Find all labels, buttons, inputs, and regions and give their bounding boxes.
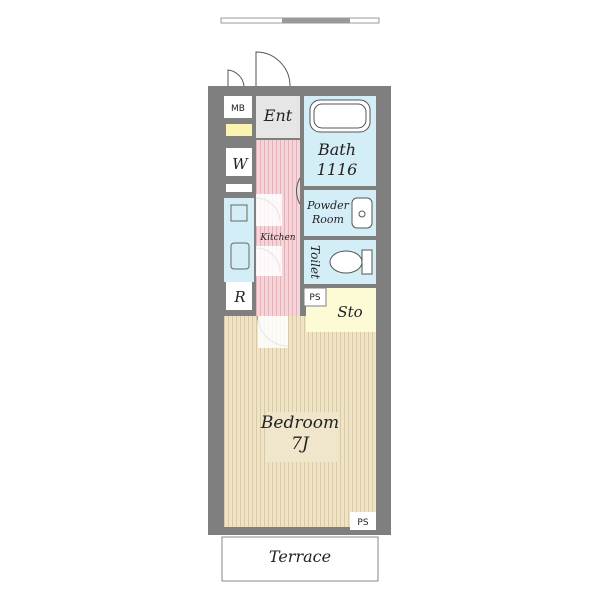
powder-label-line1: Powder: [306, 199, 350, 212]
bathtub-icon: [309, 99, 371, 133]
terrace-area: [221, 536, 379, 582]
meter-box-fill: [226, 124, 252, 136]
toilet-label: Toilet: [308, 245, 322, 279]
kitchen-label: Kitchen: [259, 233, 295, 243]
bedroom-label-bg: [265, 412, 337, 462]
entrance-floor: [256, 96, 300, 138]
door-swing-2: [256, 246, 282, 276]
basin-drain: [358, 210, 366, 218]
entrance-label: Ent: [263, 106, 293, 125]
pipe-space-lower: [350, 512, 376, 530]
terrace-label: Terrace: [269, 547, 331, 566]
kitchen-floor: [256, 140, 300, 316]
door-swing-3: [258, 316, 288, 348]
pipe-space-upper-box: [303, 287, 327, 307]
door-swing-1: [256, 194, 282, 226]
storage-label: Sto: [337, 303, 362, 321]
bath-size-label: 1116: [317, 160, 358, 179]
pipe-space-tag-upper: PS: [309, 293, 320, 303]
scale-bar: [220, 17, 380, 24]
toilet-icon: [329, 250, 363, 274]
meter-box-tag: MB: [231, 104, 245, 114]
refrigerator-space: [226, 282, 252, 310]
bedroom-label: Bedroom: [260, 413, 339, 433]
bedroom-size-label: 7J: [291, 434, 310, 454]
washer-tag: W: [232, 155, 249, 173]
shelf: [226, 184, 252, 192]
meter-box-area: [224, 96, 252, 118]
stove-icon: [230, 204, 248, 222]
bathtub-inner: [313, 103, 367, 129]
refrigerator-tag: R: [233, 288, 245, 306]
washer-space: [226, 148, 252, 176]
toilet-tank: [361, 249, 373, 275]
powder-label-line2: Room: [311, 213, 344, 226]
pipe-space-tag-lower: PS: [357, 518, 368, 528]
bath-label: Bath: [317, 140, 356, 159]
sink-icon: [230, 242, 250, 270]
washbasin-icon: [351, 197, 373, 229]
